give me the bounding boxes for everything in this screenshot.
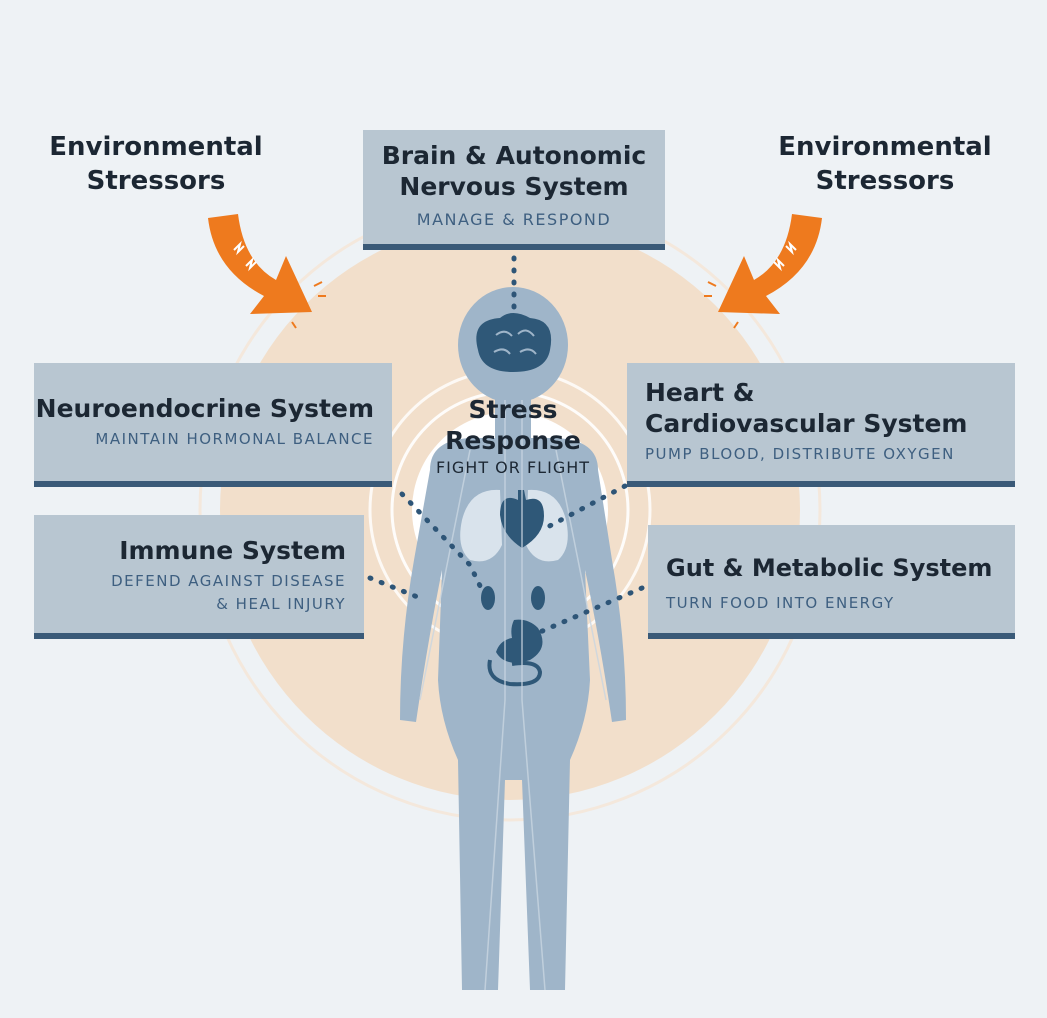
immune-box-title: Immune System xyxy=(119,536,346,565)
heart-cardiovascular-box: Heart & Cardiovascular System PUMP BLOOD… xyxy=(627,363,1015,487)
environmental-stressors-right: Environmental Stressors xyxy=(778,132,992,196)
neuroendocrine-box-title: Neuroendocrine System xyxy=(35,394,374,423)
neuroendocrine-system-box: Neuroendocrine System MAINTAIN HORMONAL … xyxy=(34,363,392,487)
dotted-connectors xyxy=(367,255,645,635)
heart-box-title: Heart & Cardiovascular System xyxy=(645,378,968,438)
stress-response-title: Stress Response xyxy=(445,395,581,455)
stress-response-label: Stress Response FIGHT OR FLIGHT xyxy=(418,394,608,480)
gut-metabolic-box: Gut & Metabolic System TURN FOOD INTO EN… xyxy=(648,525,1015,639)
lightning-icon xyxy=(773,240,797,272)
immune-box-subtitle: DEFEND AGAINST DISEASE & HEAL INJURY xyxy=(111,572,346,613)
connector-neuroendocrine xyxy=(399,491,485,593)
stress-arrow-right xyxy=(704,214,822,329)
gut-box-title: Gut & Metabolic System xyxy=(666,554,993,582)
brain-icon xyxy=(476,313,552,372)
brain-nervous-system-box: Brain & Autonomic Nervous System MANAGE … xyxy=(363,130,665,250)
gut-box-subtitle: TURN FOOD INTO ENERGY xyxy=(666,594,895,612)
neuroendocrine-box-subtitle: MAINTAIN HORMONAL BALANCE xyxy=(95,430,374,448)
immune-system-box: Immune System DEFEND AGAINST DISEASE & H… xyxy=(34,515,364,639)
stomach-icon xyxy=(496,619,543,663)
human-body-figure xyxy=(400,287,626,990)
kidney-icon xyxy=(481,586,545,610)
connector-heart xyxy=(539,483,628,533)
stress-arrow-left xyxy=(208,214,326,329)
curved-arrow-icon xyxy=(718,214,822,314)
environmental-stressors-left: Environmental Stressors xyxy=(49,132,263,196)
brain-box-subtitle: MANAGE & RESPOND xyxy=(416,210,612,229)
intestine-icon xyxy=(487,659,543,687)
connector-immune xyxy=(367,575,423,601)
lightning-icon xyxy=(233,240,257,272)
brain-box-title: Brain & Autonomic Nervous System xyxy=(381,141,647,201)
blood-vessels xyxy=(419,400,607,991)
curved-arrow-icon xyxy=(208,214,312,314)
heart-box-subtitle: PUMP BLOOD, DISTRIBUTE OXYGEN xyxy=(645,445,955,463)
stress-response-subtitle: FIGHT OR FLIGHT xyxy=(435,458,591,477)
